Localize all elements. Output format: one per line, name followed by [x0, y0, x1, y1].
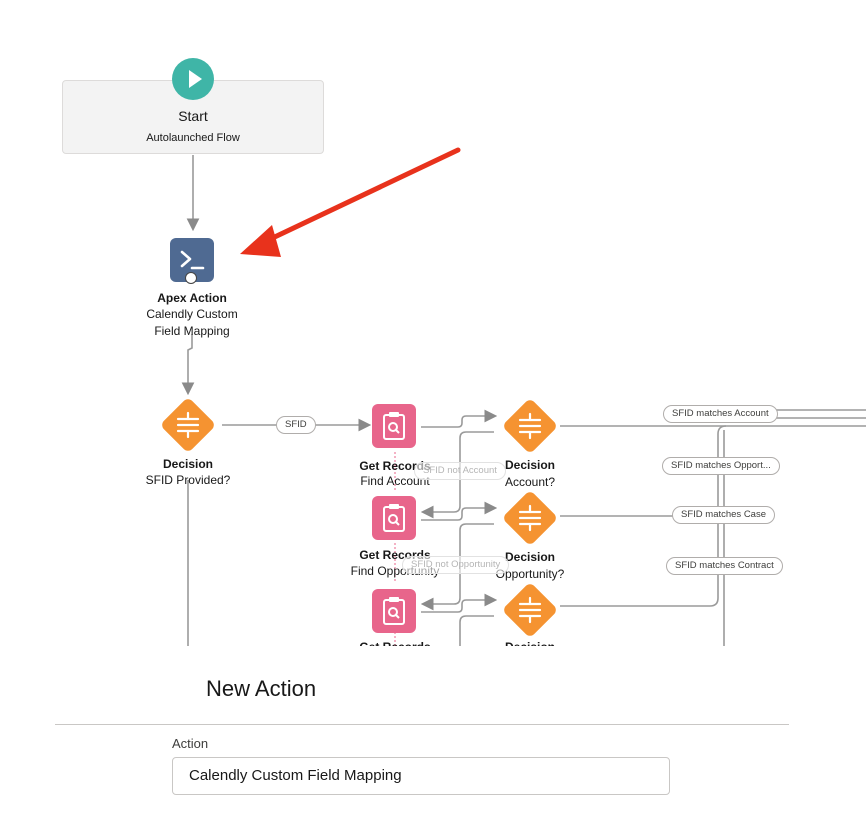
connector-label-not-account[interactable]: SFID not Account — [414, 462, 506, 480]
decision-opportunity-type: Decision — [504, 550, 555, 564]
connector-label-sfid[interactable]: SFID — [276, 416, 316, 434]
new-action-panel: New Action Action Calendly Custom Field … — [0, 646, 866, 818]
get-account-type: Get Records — [359, 459, 431, 473]
get-records-icon[interactable] — [372, 404, 416, 448]
decision-account-name: Account? — [504, 475, 556, 489]
decision-main-name: SFID Provided? — [145, 473, 231, 487]
apex-connector-node[interactable] — [185, 272, 197, 284]
play-icon[interactable] — [172, 58, 214, 100]
outcome-label-case[interactable]: SFID matches Case — [672, 506, 775, 524]
apex-action-name-line2: Field Mapping — [154, 324, 230, 338]
outcome-label-contract[interactable]: SFID matches Contract — [666, 557, 783, 575]
connector-get-account-decision — [421, 409, 498, 428]
get-third-type: Get Records — [345, 639, 445, 646]
decision-icon[interactable] — [158, 395, 218, 455]
get-records-icon[interactable] — [372, 496, 416, 540]
action-field-input[interactable]: Calendly Custom Field Mapping — [172, 757, 670, 795]
start-title: Start — [178, 108, 208, 124]
decision-opportunity-name: Opportunity? — [495, 567, 565, 581]
flow-connectors — [181, 147, 866, 646]
flow-canvas[interactable]: Start Autolaunched Flow Apex Action Cale… — [0, 0, 866, 646]
outcome-label-opportunity[interactable]: SFID matches Opport... — [662, 457, 780, 475]
decision-icon[interactable] — [500, 396, 560, 456]
get-records-icon[interactable] — [372, 589, 416, 633]
connector-apex-decision — [181, 334, 195, 396]
get-account-name: Find Account — [360, 474, 430, 488]
decision-main-type: Decision — [162, 457, 213, 471]
apex-action-type: Apex Action — [157, 291, 227, 305]
action-field-label: Action — [172, 736, 209, 751]
panel-title: New Action — [206, 676, 317, 701]
decision-account-type: Decision — [504, 458, 555, 472]
decision-icon[interactable] — [500, 488, 560, 548]
panel-divider — [55, 724, 789, 725]
connector-label-not-opportunity[interactable]: SFID not Opportunity — [402, 556, 510, 574]
start-subtitle: Autolaunched Flow — [146, 132, 240, 144]
decision-icon[interactable] — [500, 580, 560, 640]
outcome-label-account[interactable]: SFID matches Account — [663, 405, 778, 423]
decision-third-type: Decision — [480, 639, 580, 646]
apex-action-name-line1: Calendly Custom — [146, 307, 238, 321]
annotation-arrow — [240, 147, 461, 257]
